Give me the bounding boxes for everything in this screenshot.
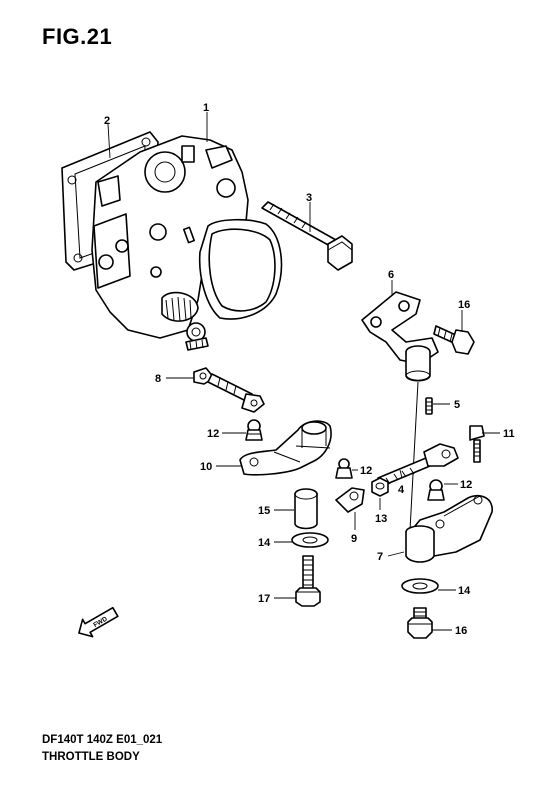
- ball-stud-upper-part[interactable]: [245, 419, 263, 441]
- diagram-code: DF140T 140Z E01_021: [42, 734, 163, 746]
- long-bolt-part[interactable]: [261, 201, 353, 271]
- callout-labels: 1 2 3 6 16 8 5 12 11 10 12 12 4 15 13 9 …: [104, 102, 515, 637]
- link-rod-part[interactable]: [193, 367, 265, 413]
- flange-bolt-lower-part[interactable]: [407, 607, 433, 639]
- callout-6: 6: [388, 269, 394, 281]
- fwd-arrow-icon: FWD: [78, 606, 119, 638]
- callout-15: 15: [258, 505, 270, 517]
- callout-17: 17: [258, 593, 270, 605]
- callout-16-upper: 16: [458, 299, 470, 311]
- collar-part[interactable]: [294, 488, 318, 530]
- washer-right-part[interactable]: [401, 578, 439, 594]
- callout-10: 10: [200, 461, 212, 473]
- callout-11: 11: [503, 428, 515, 440]
- callout-5: 5: [454, 399, 460, 411]
- callout-13: 13: [375, 513, 387, 525]
- nut-part[interactable]: [371, 477, 389, 497]
- figure-title: FIG.21: [42, 24, 113, 49]
- callout-1: 1: [203, 102, 209, 114]
- callout-12-right: 12: [460, 479, 472, 491]
- adjusting-screw-part[interactable]: [469, 425, 485, 463]
- callout-8: 8: [155, 373, 161, 385]
- lever-assembly-part[interactable]: [405, 494, 493, 563]
- callout-4: 4: [398, 484, 405, 496]
- throttle-lever-part[interactable]: [239, 420, 332, 476]
- callout-16-lower: 16: [455, 625, 467, 637]
- flange-bolt-upper-part[interactable]: [433, 325, 475, 355]
- ball-joint-part[interactable]: [335, 487, 365, 513]
- washer-left-part[interactable]: [291, 532, 329, 548]
- callout-2: 2: [104, 115, 110, 127]
- callout-3: 3: [306, 192, 312, 204]
- throttle-body-part[interactable]: [91, 135, 283, 351]
- ball-stud-right-part[interactable]: [427, 479, 445, 501]
- callout-14-right: 14: [458, 585, 471, 597]
- callout-9: 9: [351, 533, 357, 545]
- ball-stud-middle-part[interactable]: [335, 458, 353, 479]
- rod-socket-part[interactable]: [377, 443, 459, 487]
- guide-line: [409, 381, 419, 531]
- pin-part[interactable]: [425, 397, 433, 415]
- callout-7: 7: [377, 551, 383, 563]
- diagram-name: THROTTLE BODY: [42, 751, 140, 763]
- callout-12-upper: 12: [207, 428, 219, 440]
- bolt-lower-part[interactable]: [295, 555, 321, 607]
- leader-lines: [107, 112, 500, 631]
- callout-14-left: 14: [258, 537, 271, 549]
- bracket-part[interactable]: [361, 291, 439, 382]
- callout-12-middle: 12: [360, 465, 372, 477]
